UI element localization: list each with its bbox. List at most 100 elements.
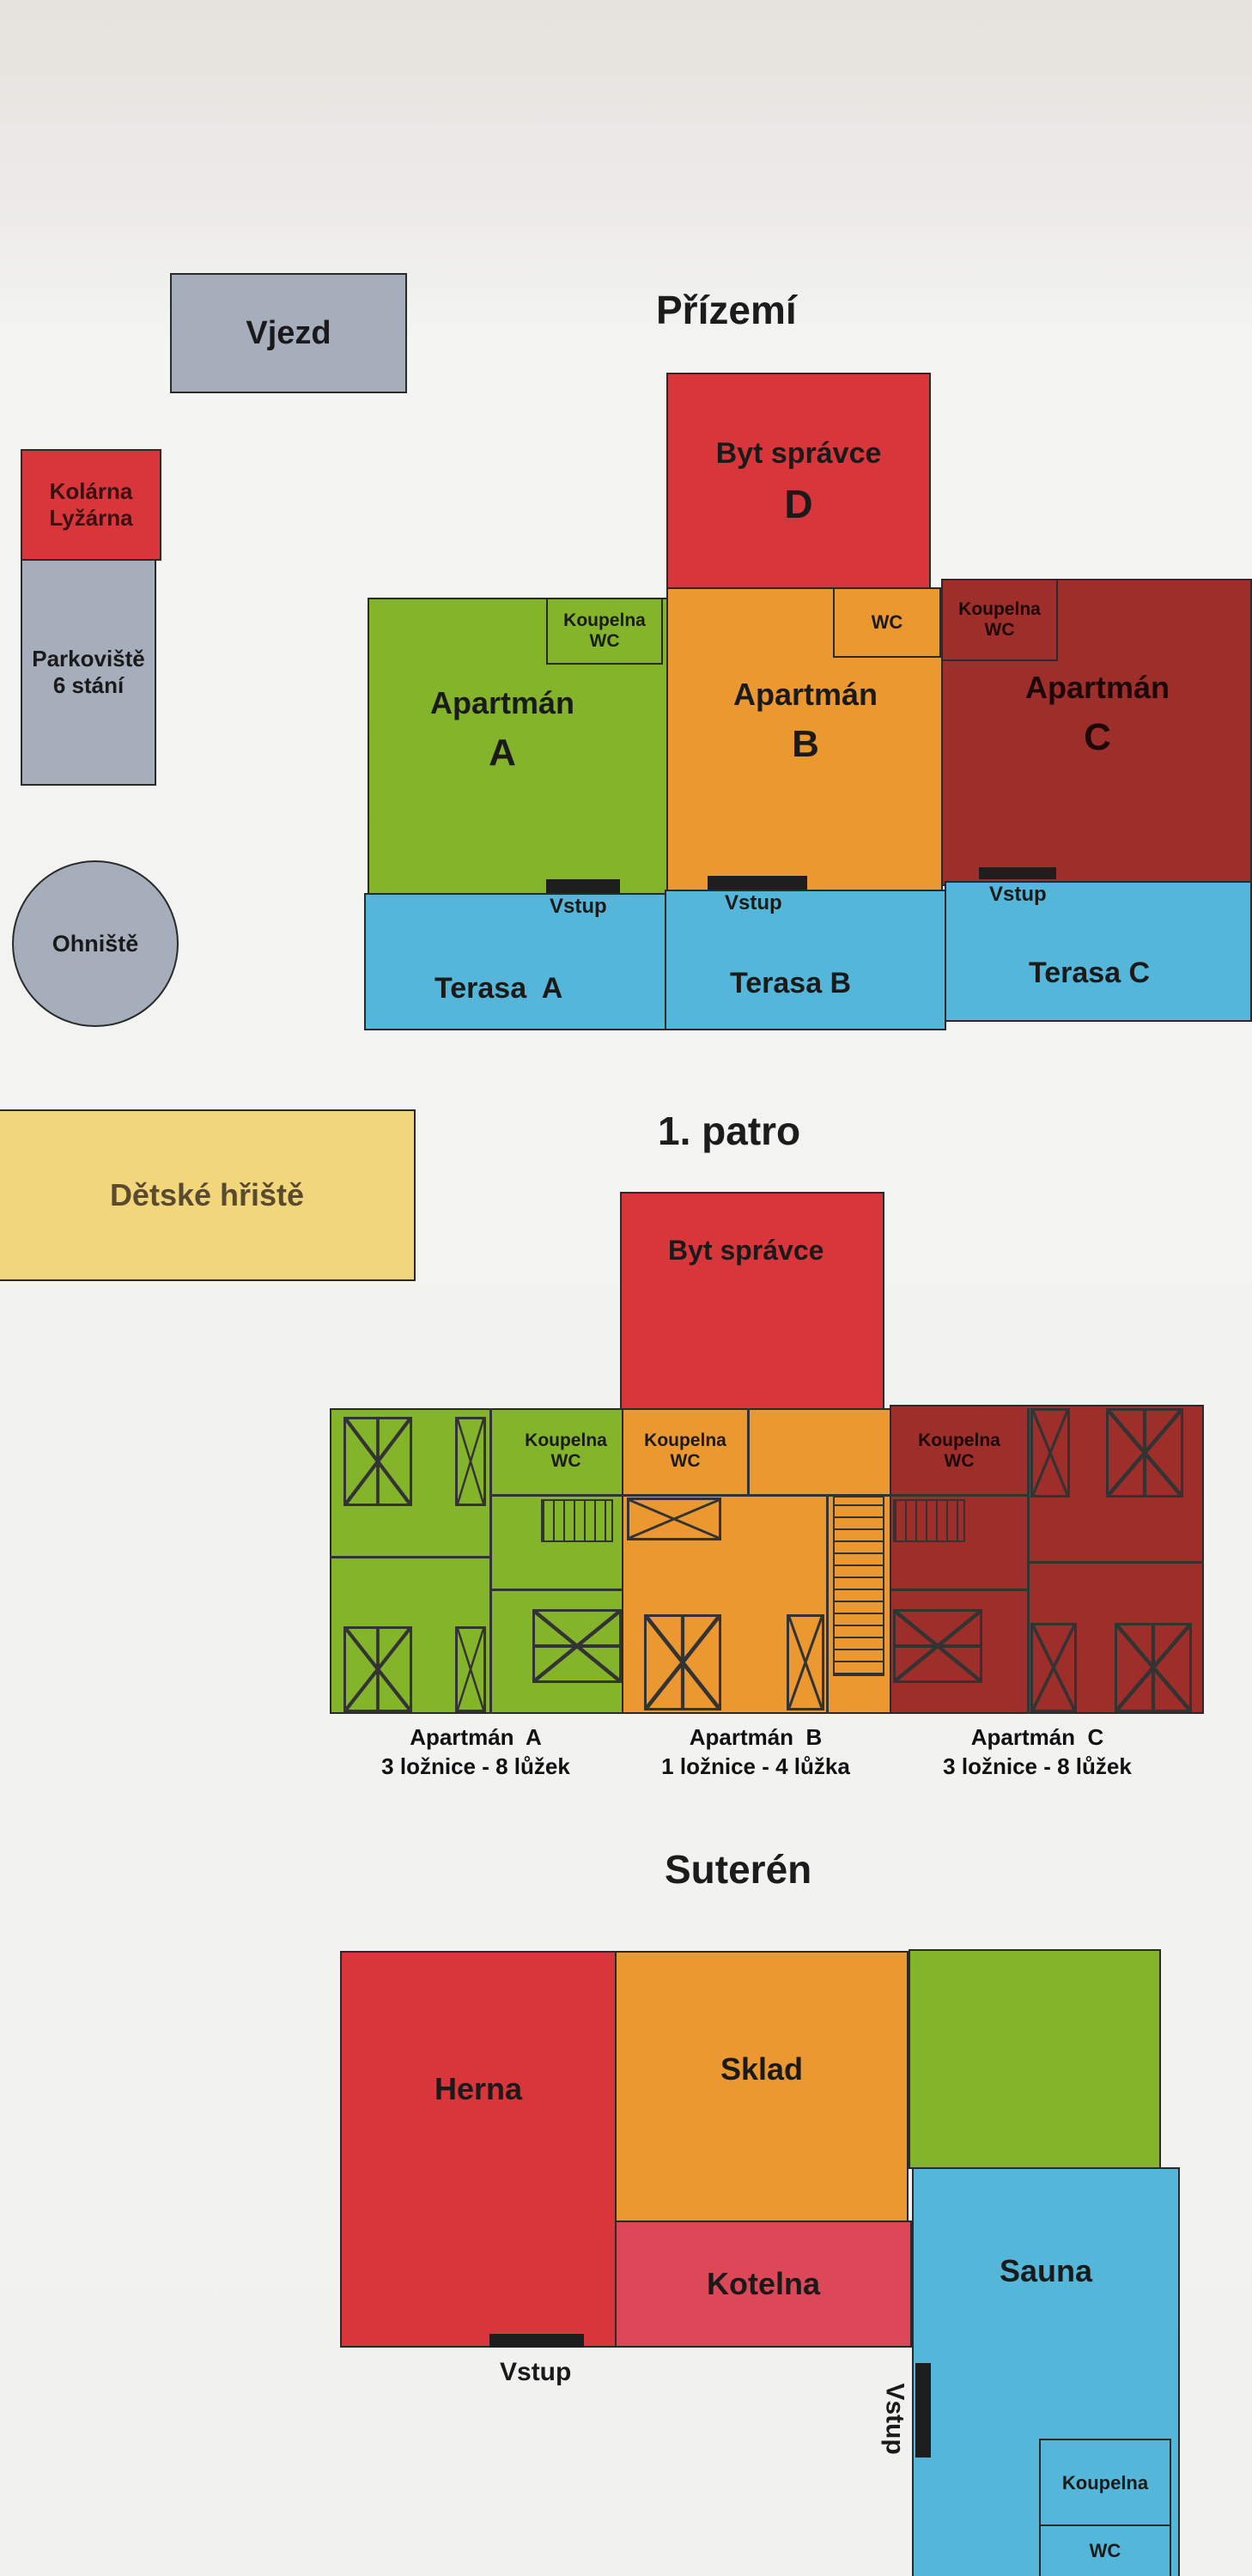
bed-icon <box>1030 1623 1077 1712</box>
bed-icon <box>343 1626 412 1712</box>
inner-wall <box>747 1408 750 1494</box>
manager-flat-first: Byt správce <box>620 1192 884 1410</box>
door-basement-side <box>915 2363 931 2458</box>
boiler-room: Kotelna <box>615 2221 912 2348</box>
apartment-a-title: Apartmán A <box>404 685 601 775</box>
inner-wall <box>1029 1561 1204 1564</box>
apartment-c-first-name: Apartmán C <box>970 1724 1104 1750</box>
playground-label: Dětské hřiště <box>109 1177 305 1212</box>
inner-wall <box>489 1589 623 1591</box>
fireplace-label: Ohniště <box>52 930 139 957</box>
apartment-c-first-caption: Apartmán C 3 ložnice - 8 lůžek <box>909 1722 1166 1781</box>
door-b-ground <box>708 876 807 890</box>
bed-icon <box>455 1626 486 1712</box>
bathroom-b-first-label: Koupelna <box>644 1431 726 1450</box>
bathroom-wc-b-first: Koupelna WC <box>627 1410 744 1492</box>
bathroom-wc-a: Koupelna WC <box>546 598 663 665</box>
bed-icon <box>627 1498 721 1540</box>
terrace-b-label: Terasa B <box>730 967 852 999</box>
terrace-b: Vstup Terasa B <box>665 890 946 1030</box>
manager-flat-ground: Byt správce D <box>666 373 931 591</box>
entrance-sign: Vjezd <box>170 273 407 393</box>
bed-icon <box>455 1417 486 1506</box>
ski-room-label: Lyžárna <box>49 505 133 531</box>
basement-green-room <box>909 1949 1161 2169</box>
inner-wall <box>826 1494 829 1714</box>
entrance-label: Vjezd <box>246 314 331 351</box>
staircase-icon <box>541 1499 613 1542</box>
inner-wall <box>1027 1408 1030 1714</box>
terrace-c: Vstup Terasa C <box>945 881 1252 1022</box>
ground-floor-title: Přízemí <box>656 288 797 332</box>
manager-flat-first-label: Byt správce <box>668 1235 824 1266</box>
staircase-icon <box>893 1499 965 1542</box>
basement-bathroom-label: Koupelna <box>1061 2472 1149 2494</box>
apartment-c-first-info: 3 ložnice - 8 lůžek <box>943 1753 1132 1779</box>
entrance-b-label: Vstup <box>725 891 782 914</box>
fireplace-circle: Ohniště <box>12 860 179 1027</box>
apartment-a-first-caption: Apartmán A 3 ložnice - 8 lůžek <box>347 1722 605 1781</box>
inner-wall <box>489 1408 492 1714</box>
apartment-a-first-name: Apartmán A <box>410 1724 542 1750</box>
bed-icon <box>343 1417 412 1506</box>
bed-icon <box>787 1614 824 1710</box>
boiler-room-label: Kotelna <box>706 2266 820 2301</box>
bike-ski-room: Kolárna Lyžárna <box>21 449 161 561</box>
bed-icon <box>1115 1623 1192 1712</box>
wc-b-label: WC <box>871 611 903 633</box>
staircase-icon <box>833 1496 884 1676</box>
apartment-b-first-info: 1 ložnice - 4 lůžka <box>661 1753 850 1779</box>
game-room: Herna <box>340 1951 617 2348</box>
parking-area: Parkoviště 6 stání <box>21 559 156 786</box>
inner-wall <box>891 1494 1029 1497</box>
apartment-a-label: Apartmán <box>429 685 575 720</box>
bed-icon <box>532 1609 622 1683</box>
apartment-a-first-info: 3 ložnice - 8 lůžek <box>381 1753 570 1779</box>
basement-title: Suterén <box>665 1847 812 1892</box>
manager-flat-label: Byt správce <box>715 436 882 470</box>
bathroom-wc-a-first: Koupelna WC <box>510 1410 622 1492</box>
apartment-c-title: Apartmán C <box>977 670 1218 759</box>
door-a-ground <box>546 879 620 893</box>
storage-label: Sklad <box>720 2051 804 2087</box>
inner-wall <box>489 1494 891 1497</box>
entrance-c-label: Vstup <box>989 883 1047 906</box>
playground-area: Dětské hřiště <box>0 1109 416 1281</box>
apartment-b-first-name: Apartmán B <box>689 1724 823 1750</box>
inner-wall <box>891 1589 1029 1591</box>
parking-label: Parkoviště <box>32 646 145 671</box>
basement-side-entrance-label: Vstup <box>880 2383 909 2455</box>
bed-icon <box>1030 1408 1070 1498</box>
bike-room-label: Kolárna <box>49 478 133 504</box>
terrace-c-label: Terasa C <box>1029 957 1151 989</box>
game-room-label: Herna <box>434 2071 523 2106</box>
bathroom-a-label: Koupelna <box>563 611 646 630</box>
wc-a-first-label: WC <box>550 1451 581 1471</box>
storage-room: Sklad <box>615 1951 909 2222</box>
apartment-a-letter: A <box>489 732 516 774</box>
wc-b-first-label: WC <box>670 1451 701 1471</box>
bathroom-a-first-label: Koupelna <box>525 1431 607 1450</box>
manager-flat-letter: D <box>784 481 813 526</box>
apartment-b-title: Apartmán B <box>694 677 917 766</box>
wc-c-label: WC <box>984 620 1015 640</box>
terrace-a: Vstup Terasa A <box>364 893 666 1030</box>
basement-wc-label: WC <box>1089 2540 1121 2561</box>
wc-a-label: WC <box>589 631 620 651</box>
bathroom-c-label: Koupelna <box>958 599 1041 619</box>
bed-icon <box>1106 1408 1183 1498</box>
apartment-b-label: Apartmán <box>732 677 878 712</box>
apartment-b-first-caption: Apartmán B 1 ložnice - 4 lůžka <box>627 1722 884 1781</box>
apartment-c-label: Apartmán <box>1024 670 1170 705</box>
door-c-ground <box>979 867 1056 879</box>
basement-wc: WC <box>1039 2524 1171 2576</box>
bathroom-c-first-label: Koupelna <box>918 1431 1000 1450</box>
bathroom-wc-c: Koupelna WC <box>941 579 1058 661</box>
basement-entrance-label: Vstup <box>500 2358 572 2386</box>
basement-bathroom: Koupelna <box>1039 2439 1171 2528</box>
bathroom-wc-c-first: Koupelna WC <box>895 1410 1024 1492</box>
bed-icon <box>644 1614 721 1710</box>
sauna-label: Sauna <box>999 2253 1093 2288</box>
apartment-b-letter: B <box>792 723 819 765</box>
entrance-a-label: Vstup <box>550 895 607 918</box>
